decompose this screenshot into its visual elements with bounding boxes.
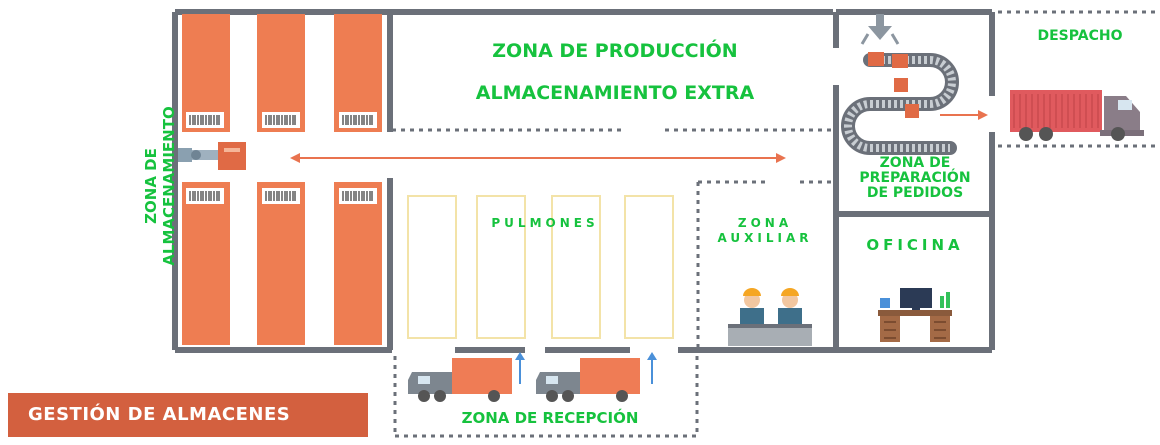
buffer-zones [407, 195, 674, 339]
desk-icon [878, 288, 952, 342]
storage-racks [182, 14, 382, 345]
conveyor-icon [841, 14, 988, 155]
reception-label: ZONA DE RECEPCIÓN [461, 409, 639, 427]
reception-truck-1 [408, 352, 525, 402]
robot-arm-icon [178, 142, 246, 170]
dispatch-label: DESPACHO [1037, 28, 1123, 44]
order-prep-label-1: ZONA DE [879, 155, 951, 171]
office-label: OFICINA [866, 236, 964, 254]
footer-title: GESTIÓN DE ALMACENES [8, 393, 368, 437]
order-prep-label-3: DE PEDIDOS [866, 185, 964, 201]
aisle-arrow [290, 153, 786, 163]
barcode-icon [186, 112, 377, 204]
truck-icon [1010, 90, 1144, 141]
auxiliary-label-2: AUXILIAR [717, 231, 813, 245]
walls [172, 9, 995, 353]
auxiliary-label-1: ZONA [737, 216, 793, 230]
zone-dividers [392, 10, 1160, 438]
buffers-label: PULMONES [491, 216, 599, 230]
reception-truck-2 [536, 352, 657, 402]
production-label: ZONA DE PRODUCCIÓN [492, 40, 738, 62]
extra-storage-label: ALMACENAMIENTO EXTRA [475, 82, 755, 104]
storage-zone-label: ZONA DE ALMACENAMIENTO [142, 106, 178, 266]
worker-icon [728, 288, 812, 346]
order-prep-label-2: PREPARACIÓN [859, 170, 971, 186]
